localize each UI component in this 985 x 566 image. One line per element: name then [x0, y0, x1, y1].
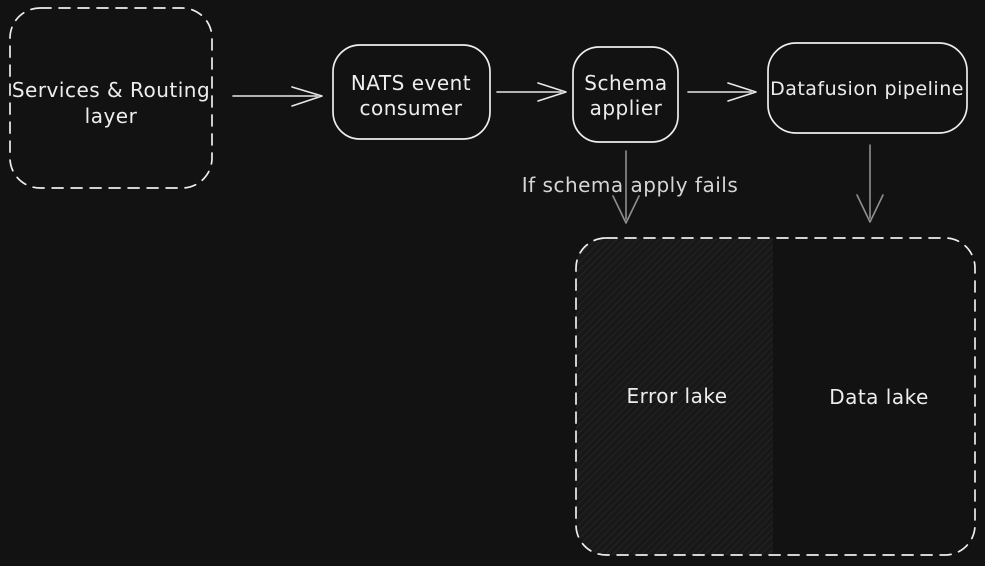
- schema-applier-label-line2: applier: [590, 96, 663, 120]
- data-lake-label: Data lake: [829, 385, 929, 409]
- nats-consumer-label-line1: NATS event: [351, 71, 471, 95]
- schema-applier-label-line1: Schema: [584, 71, 667, 95]
- schema-applier-box: [572, 46, 679, 143]
- arrow-schema-to-error-lake: [612, 150, 640, 224]
- services-routing-node: Services & Routing layer: [9, 7, 213, 189]
- nats-consumer-box: [332, 44, 491, 140]
- lake-container-box: [575, 237, 976, 556]
- datafusion-pipeline-label: Datafusion pipeline: [770, 78, 964, 100]
- arrow-datafusion-to-data-lake: [856, 144, 884, 223]
- nats-consumer-node: NATS event consumer: [332, 44, 491, 140]
- error-lake-region: [576, 238, 773, 555]
- arrow-schema-to-datafusion: [687, 82, 757, 102]
- nats-consumer-label-line2: consumer: [359, 96, 462, 120]
- error-lake-label: Error lake: [626, 384, 727, 408]
- services-routing-label-line2: layer: [85, 104, 138, 128]
- datafusion-pipeline-box: [767, 42, 968, 134]
- failure-edge-label: If schema apply fails: [522, 173, 739, 197]
- services-routing-box: [9, 7, 213, 189]
- arrow-nats-to-schema: [496, 82, 567, 102]
- arrow-services-to-nats: [232, 86, 323, 107]
- datafusion-pipeline-node: Datafusion pipeline: [767, 42, 968, 134]
- lake-container: Error lake Data lake: [575, 237, 976, 556]
- services-routing-label-line1: Services & Routing: [12, 78, 210, 102]
- schema-applier-node: Schema applier: [572, 46, 679, 143]
